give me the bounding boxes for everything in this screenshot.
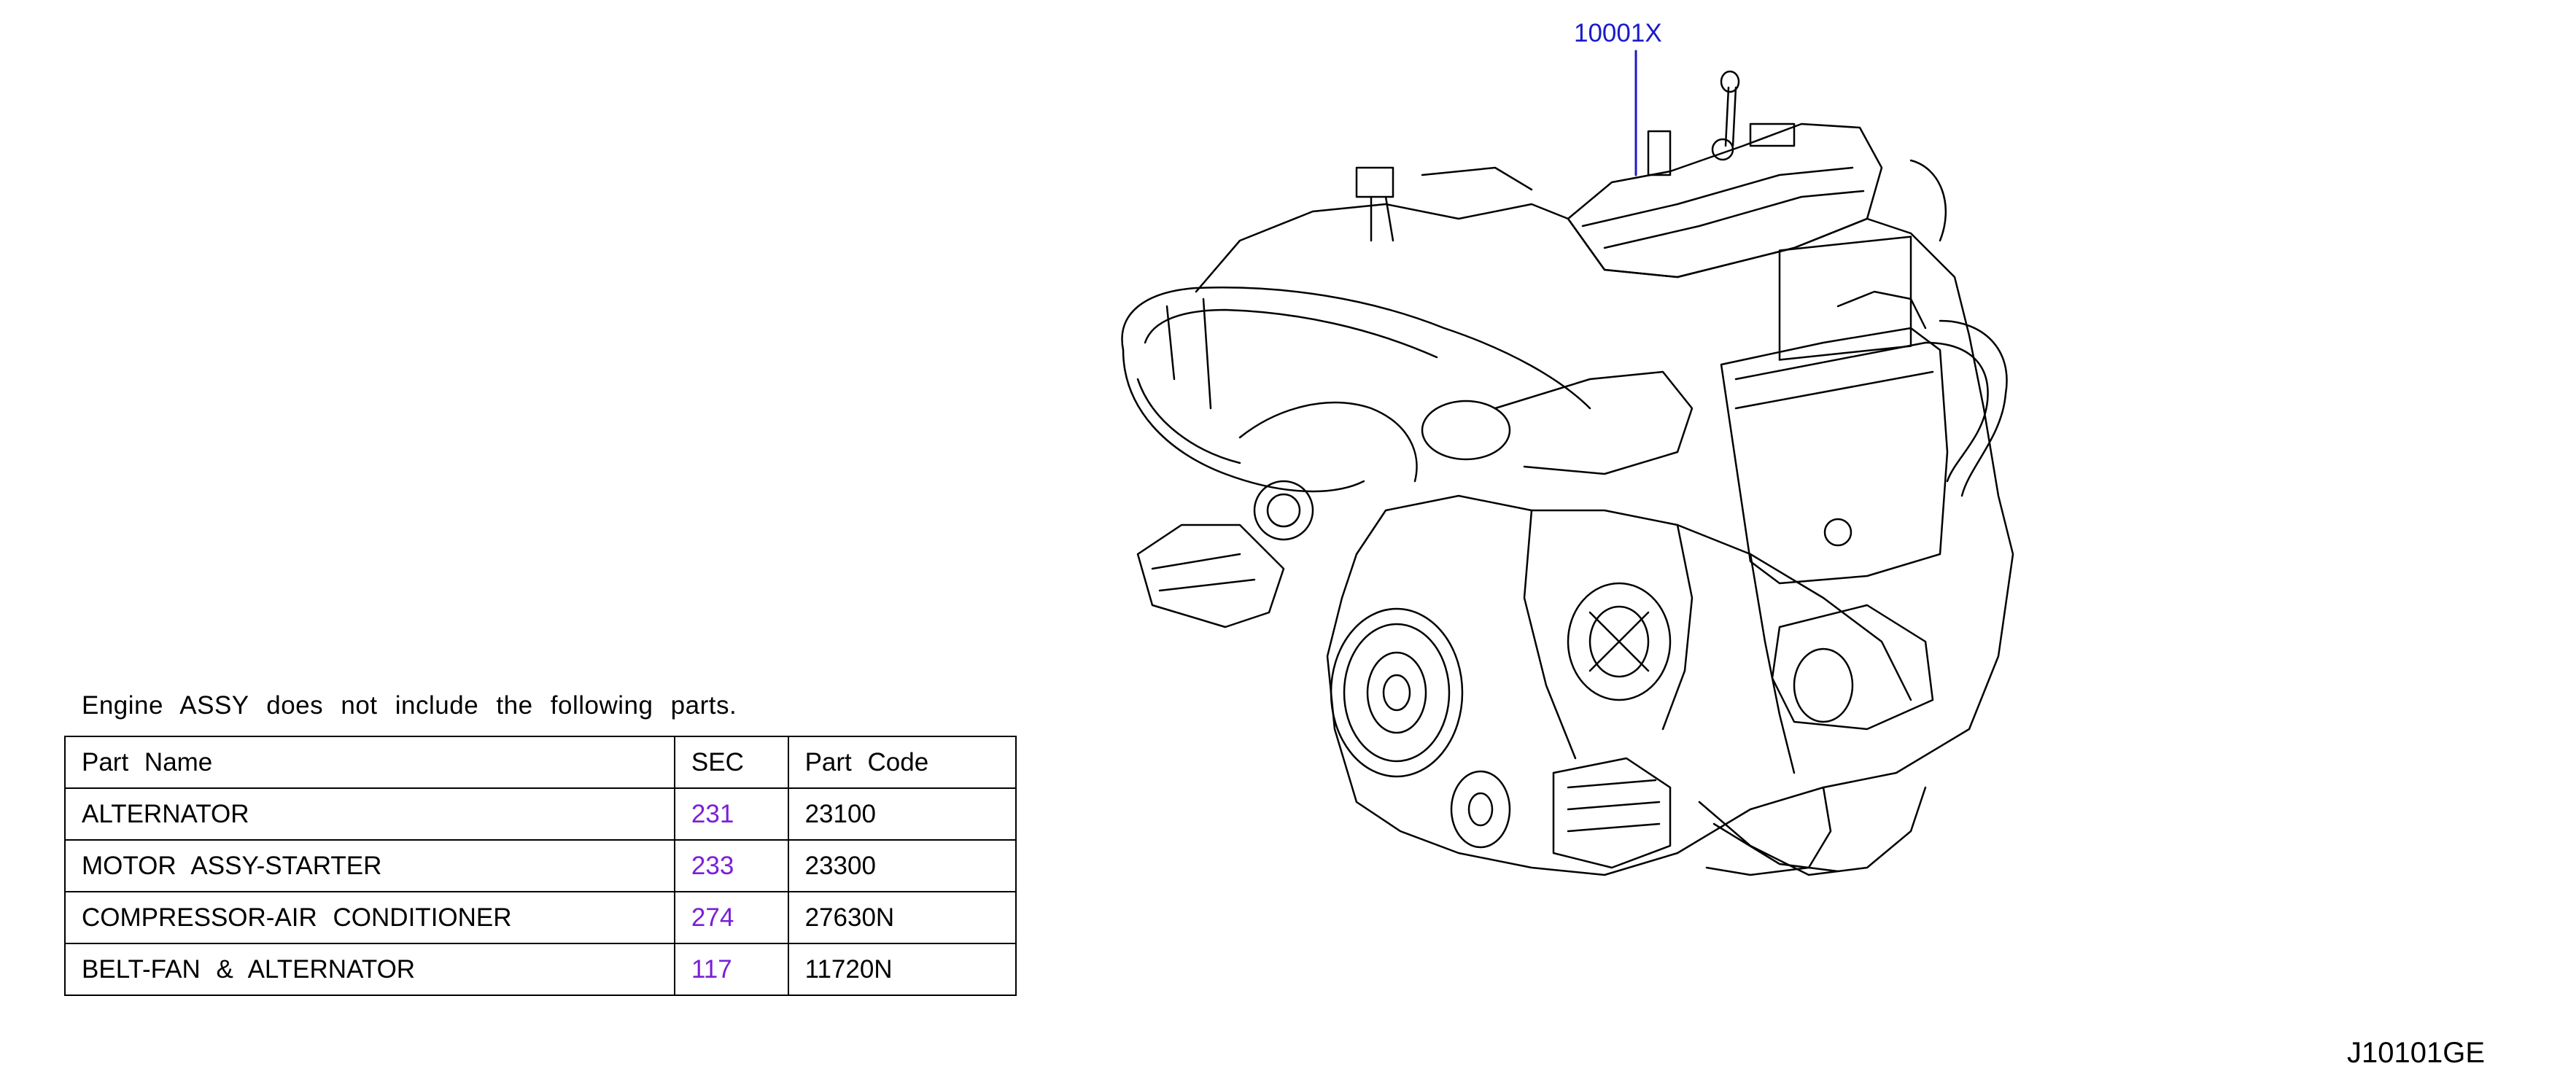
sec-link[interactable]: 274 [673, 891, 789, 944]
oil-pan [1698, 786, 1927, 876]
part-name-cell: MOTOR ASSY-STARTER [64, 839, 675, 892]
table-row: BELT-FAN & ALTERNATOR 117 11720N [64, 943, 1017, 996]
engine-assy-callout-label[interactable]: 10001X [1574, 19, 1662, 47]
figure-code: J10101GE [2347, 1037, 2486, 1069]
part-name-cell: ALTERNATOR [64, 787, 675, 841]
table-row: MOTOR ASSY-STARTER 233 23300 [64, 839, 1017, 892]
excluded-parts-table: Part Name SEC Part Code ALTERNATOR 231 2… [64, 736, 1017, 996]
header-part-code: Part Code [787, 736, 1017, 789]
dipstick [1720, 70, 1740, 147]
sec-link[interactable]: 231 [673, 787, 789, 841]
starter-motor [1771, 604, 1934, 731]
table-row: COMPRESSOR-AIR CONDITIONER 274 27630N [64, 891, 1017, 944]
idler-pulley [1450, 770, 1511, 849]
part-code-cell: 23300 [787, 839, 1017, 892]
table-row: ALTERNATOR 231 23100 [64, 787, 1017, 841]
coolant-hose [1909, 159, 2008, 497]
part-code-cell: 27630N [787, 891, 1017, 944]
alternator [1567, 582, 1672, 701]
exclusion-note: Engine ASSY does not include the followi… [82, 691, 737, 720]
engine-block [1195, 203, 2014, 876]
intake-tube [1121, 286, 1591, 493]
top-connectors [1355, 130, 1672, 242]
sec-link[interactable]: 233 [673, 839, 789, 892]
sec-link[interactable]: 117 [673, 943, 789, 996]
header-part-name: Part Name [64, 736, 675, 789]
crank-pulley [1330, 607, 1464, 778]
header-sec: SEC [673, 736, 789, 789]
turbo-section [1136, 370, 1694, 628]
part-code-cell: 11720N [787, 943, 1017, 996]
part-name-cell: COMPRESSOR-AIR CONDITIONER [64, 891, 675, 944]
valve-cover [1567, 122, 1883, 279]
table-header-row: Part Name SEC Part Code [64, 736, 1017, 789]
ac-compressor [1552, 757, 1672, 869]
part-code-cell: 23100 [787, 787, 1017, 841]
control-module [1720, 236, 1949, 585]
part-name-cell: BELT-FAN & ALTERNATOR [64, 943, 675, 996]
